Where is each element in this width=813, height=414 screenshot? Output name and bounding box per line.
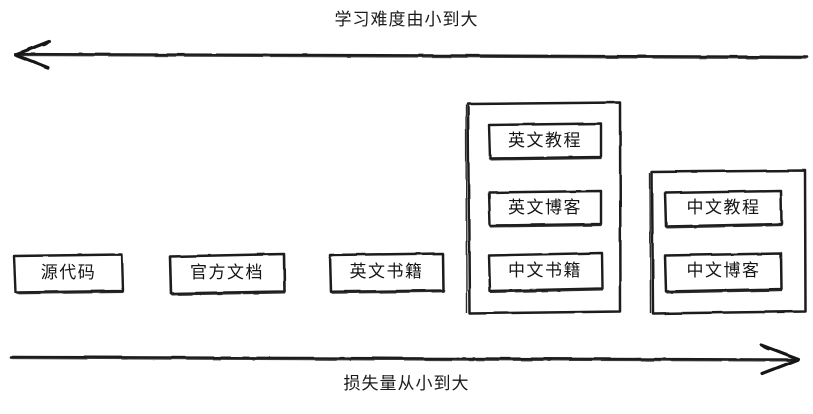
node-box-chinese-books[interactable] xyxy=(487,251,604,294)
node-box-english-books[interactable] xyxy=(328,252,445,294)
node-box-source-code[interactable] xyxy=(12,253,125,295)
node-box-official-docs[interactable] xyxy=(168,252,286,296)
node-box-english-tutorial[interactable] xyxy=(487,122,603,161)
node-box-chinese-tutorial[interactable] xyxy=(663,189,783,229)
top-axis-label: 学习难度由小到大 xyxy=(334,10,479,30)
arrow-left-icon xyxy=(14,39,51,70)
arrow-right-icon xyxy=(759,343,800,376)
top-axis-line xyxy=(16,52,809,60)
node-box-chinese-blog[interactable] xyxy=(663,252,783,294)
bottom-axis-label: 损失量从小到大 xyxy=(343,374,470,394)
bottom-axis-line xyxy=(9,355,797,362)
node-box-english-blog[interactable] xyxy=(487,189,603,228)
